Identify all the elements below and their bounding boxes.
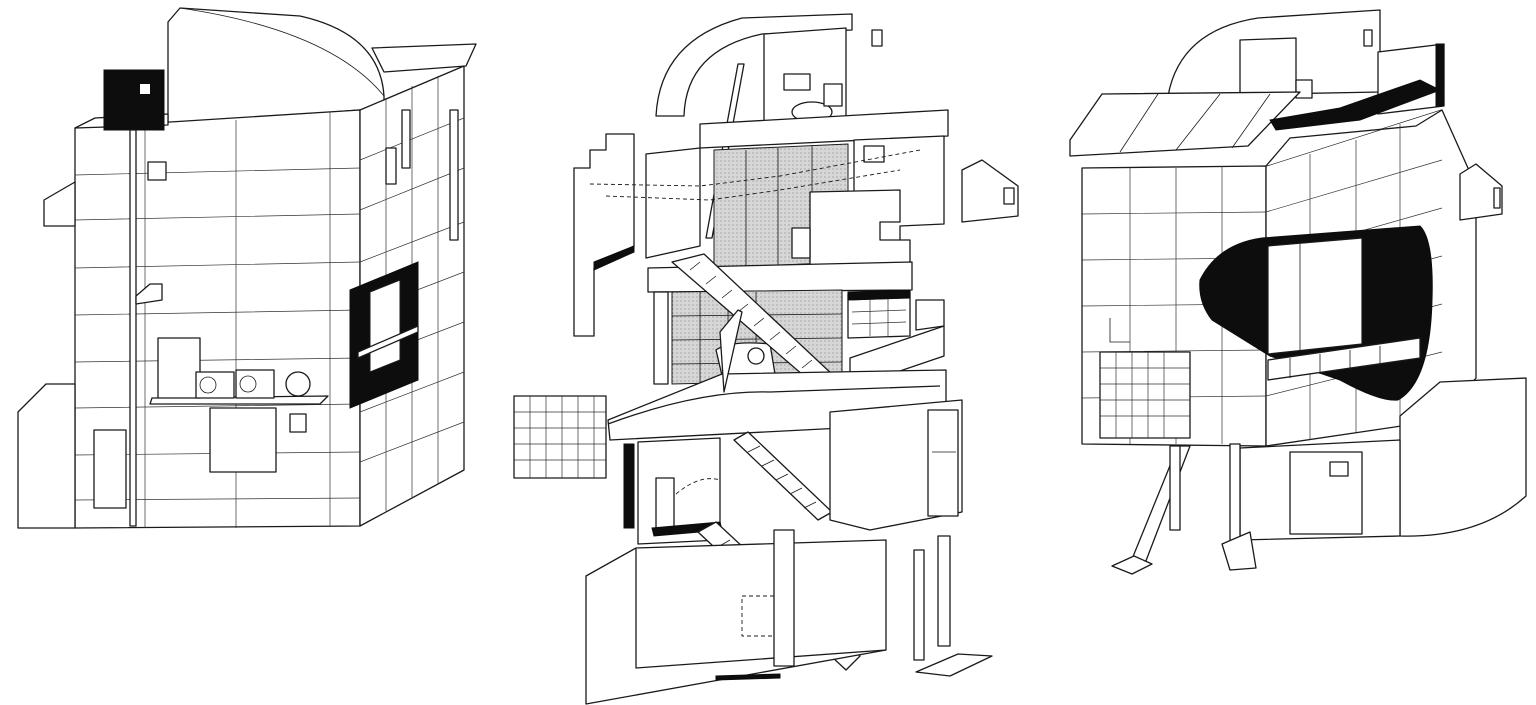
middle-cut-wall-slab: [593, 245, 635, 271]
middle-upper-window: [863, 145, 885, 163]
middle-lower-door: [927, 409, 959, 517]
right-roof-door: [1239, 37, 1297, 97]
right-bay-bump: [1459, 163, 1503, 221]
middle-basin: [747, 347, 765, 365]
left-exterior-view: [17, 7, 477, 529]
right-roof-canopy: [1069, 91, 1301, 157]
middle-fin-2: [937, 535, 951, 647]
right-exterior-view: [1069, 9, 1527, 575]
right-column-1: [1169, 445, 1181, 531]
right-roof-slot: [1363, 29, 1373, 47]
middle-screen-grille: [513, 395, 607, 479]
middle-lower-radiator: [655, 477, 675, 529]
left-slot-window-2: [449, 109, 459, 241]
right-column-2: [1229, 443, 1241, 545]
middle-service-line-2: [605, 169, 901, 201]
middle-ground-step: [715, 673, 781, 681]
middle-upper-left-wall: [645, 147, 701, 259]
middle-curved-roof: [655, 13, 853, 117]
left-black-box: [103, 69, 165, 131]
middle-kitchen-hood: [847, 289, 911, 301]
right-pier: [1221, 531, 1257, 571]
left-lower-opening: [209, 407, 277, 473]
middle-service-line-1: [589, 149, 921, 187]
left-ac-unit-1: [195, 371, 235, 399]
middle-fin-1: [913, 549, 925, 661]
middle-toilet-tank: [823, 83, 843, 107]
right-faucet: [1109, 318, 1130, 343]
right-ground-window: [1329, 461, 1349, 477]
middle-floating-box-window: [1003, 187, 1015, 205]
left-roof-slab: [371, 43, 477, 73]
middle-tile-panel: [915, 299, 945, 331]
middle-ground-plate: [915, 653, 993, 677]
left-window-shelf: [357, 325, 419, 359]
middle-ground-column: [773, 529, 795, 667]
middle-floating-box: [961, 159, 1019, 223]
left-base-door: [93, 429, 127, 509]
left-slot-window-3: [385, 147, 397, 185]
middle-left-cut-wall: [573, 133, 635, 337]
middle-floor-edge: [607, 385, 941, 425]
right-roof-beam: [1269, 79, 1442, 131]
right-upper-box-edge: [1435, 43, 1445, 107]
right-base-block: [1399, 377, 1527, 537]
middle-ground-edge: [635, 548, 887, 669]
right-bay-window: [1493, 187, 1501, 209]
right-top-edge: [1265, 109, 1443, 167]
right-ground-door: [1289, 451, 1363, 535]
middle-floor-door: [653, 291, 669, 385]
middle-roof-window: [871, 29, 883, 47]
left-gas-tank: [285, 371, 311, 397]
left-side-wing: [43, 181, 76, 227]
left-ac-unit-2: [235, 369, 275, 399]
right-roof-window: [1295, 79, 1313, 99]
middle-sink: [783, 73, 811, 91]
right-screen-grille: [1099, 351, 1191, 439]
left-slot-window-1: [401, 109, 411, 169]
left-small-window: [147, 161, 167, 181]
middle-black-wall: [623, 443, 635, 529]
right-diagonal-strut: [1129, 445, 1191, 567]
left-water-heater: [157, 337, 201, 399]
left-base-block: [17, 383, 76, 529]
middle-cutaway-view: [513, 13, 1019, 705]
right-strut-foot: [1111, 555, 1153, 575]
middle-stair-lower: [733, 431, 833, 521]
left-window-pane: [369, 279, 401, 373]
right-window-sill: [1267, 337, 1421, 381]
left-downpipe: [129, 129, 137, 527]
right-window-glass: [1267, 237, 1363, 355]
left-lower-window: [289, 413, 307, 433]
left-vent-hood: [135, 283, 163, 305]
middle-door-swing: [675, 478, 721, 495]
left-black-box-window: [140, 84, 150, 94]
middle-outlet-panel: [791, 227, 811, 259]
middle-diagonal-strut: [719, 309, 743, 393]
